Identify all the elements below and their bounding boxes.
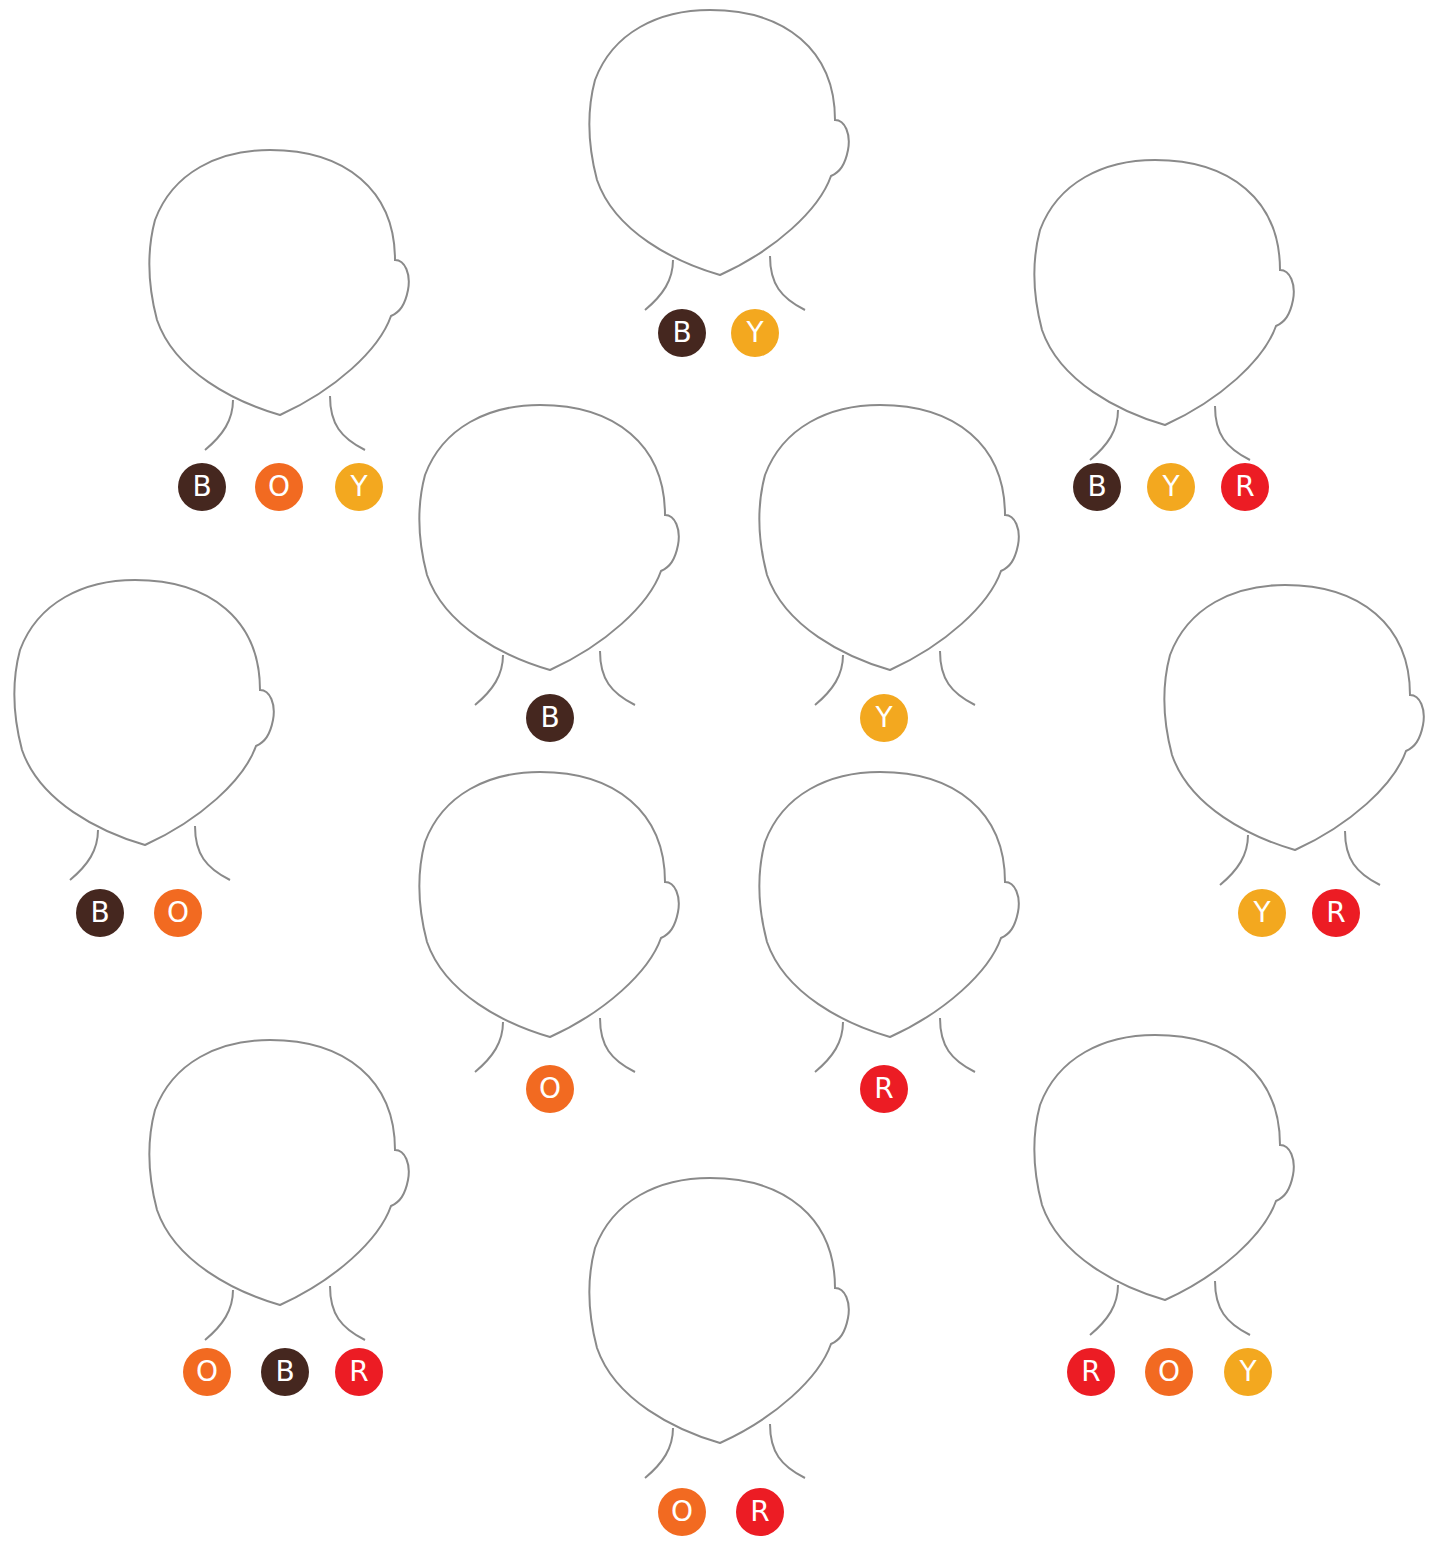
head-outline — [419, 405, 679, 705]
letter-circle: Y — [335, 463, 383, 511]
head-outline — [1034, 1035, 1294, 1335]
letter-label: R — [750, 1498, 769, 1526]
letter-label: Y — [1253, 899, 1270, 927]
letter-label: R — [349, 1358, 368, 1386]
head-outline — [1034, 160, 1294, 460]
letter-label: B — [1087, 473, 1106, 501]
letter-circle: R — [1312, 889, 1360, 937]
head-outline — [589, 10, 849, 310]
letter-circle: Y — [731, 309, 779, 357]
head-outline — [419, 772, 679, 1072]
letter-label: Y — [875, 704, 892, 732]
letter-circle: R — [335, 1348, 383, 1396]
letter-label: R — [874, 1075, 893, 1103]
letter-circle: B — [76, 889, 124, 937]
letter-circle: O — [1145, 1348, 1193, 1396]
letter-circle: Y — [1224, 1348, 1272, 1396]
letter-label: B — [275, 1358, 294, 1386]
letter-label: R — [1235, 473, 1254, 501]
letter-circle: B — [658, 309, 706, 357]
letter-label: B — [672, 319, 691, 347]
letter-label: Y — [746, 319, 763, 347]
head-outline — [149, 1040, 409, 1340]
letter-circle: B — [526, 694, 574, 742]
letter-circle: O — [183, 1348, 231, 1396]
letter-label: O — [268, 473, 290, 501]
letter-label: R — [1326, 899, 1345, 927]
letter-circle: R — [1067, 1348, 1115, 1396]
letter-label: Y — [1162, 473, 1179, 501]
letter-label: O — [1158, 1358, 1180, 1386]
letter-label: Y — [1239, 1358, 1256, 1386]
letter-circle: B — [261, 1348, 309, 1396]
letter-label: O — [167, 899, 189, 927]
letter-circle: Y — [1238, 889, 1286, 937]
head-outline — [14, 580, 274, 880]
letter-label: B — [192, 473, 211, 501]
letter-label: B — [90, 899, 109, 927]
letter-circle: B — [178, 463, 226, 511]
letter-circle: B — [1073, 463, 1121, 511]
letter-circle: R — [860, 1065, 908, 1113]
head-outline — [149, 150, 409, 450]
head-outline — [759, 405, 1019, 705]
head-outline — [759, 772, 1019, 1072]
letter-circle: O — [255, 463, 303, 511]
letter-circle: Y — [860, 694, 908, 742]
head-outline — [1164, 585, 1424, 885]
letter-label: O — [539, 1075, 561, 1103]
letter-circle: R — [1221, 463, 1269, 511]
letter-circle: O — [154, 889, 202, 937]
letter-label: O — [671, 1498, 693, 1526]
letter-label: B — [540, 704, 559, 732]
letter-label: Y — [350, 473, 367, 501]
letter-circle: R — [736, 1488, 784, 1536]
letter-circle: O — [658, 1488, 706, 1536]
head-outline — [589, 1178, 849, 1478]
letter-circle: O — [526, 1065, 574, 1113]
letter-label: R — [1081, 1358, 1100, 1386]
letter-label: O — [196, 1358, 218, 1386]
letter-circle: Y — [1147, 463, 1195, 511]
